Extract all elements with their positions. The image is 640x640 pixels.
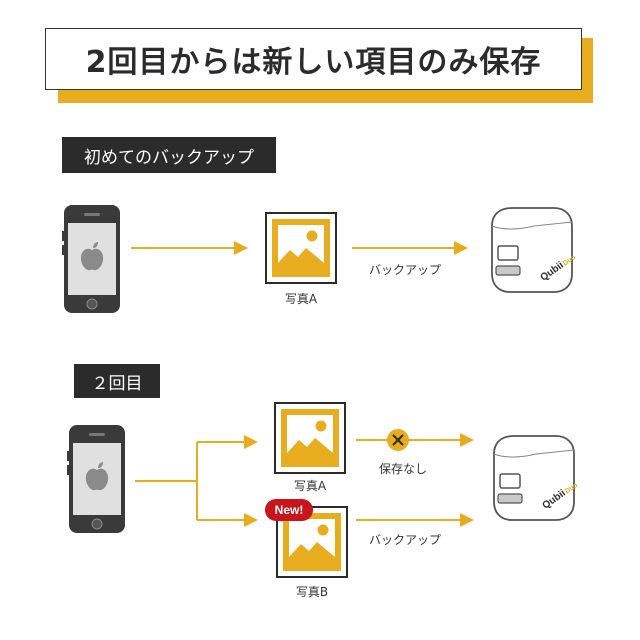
- cross-icon: [387, 429, 409, 451]
- cube-device-icon-2: [493, 435, 575, 521]
- arrow-photo-b-to-device: [356, 513, 474, 527]
- section-label-first-backup: 初めてのバックアップ: [62, 137, 276, 173]
- backup-label-1: バックアップ: [368, 263, 441, 277]
- arrow-phone-to-photo-1: [131, 241, 248, 255]
- phone-icon-1: [61, 204, 121, 314]
- photo-icon-a-1: [265, 212, 337, 284]
- photo-a-caption-2: 写真A: [293, 479, 327, 493]
- page-title: 2回目からは新しい項目のみ保存: [45, 28, 582, 90]
- cube-device-icon-1: [491, 207, 573, 293]
- photo-b-caption: 写真B: [295, 585, 329, 599]
- photo-a-caption-1: 写真A: [284, 292, 318, 306]
- new-badge: New!: [265, 499, 313, 521]
- backup-label-2: バックアップ: [368, 533, 441, 547]
- skip-label: 保存なし: [378, 462, 427, 476]
- section-label-second: ２回目: [74, 364, 160, 398]
- photo-icon-a-2: [274, 402, 346, 474]
- phone-icon-2: [66, 424, 126, 534]
- arrow-skip-line: [356, 433, 474, 447]
- arrow-photo-to-device-1: [352, 241, 468, 255]
- branch-connector: [135, 435, 258, 527]
